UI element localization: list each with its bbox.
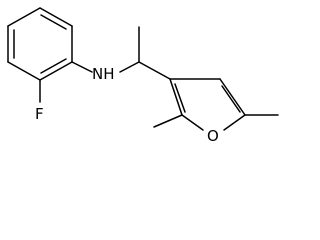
structure-diagram: NH F O [7,7,279,145]
bond [7,61,41,81]
bond [7,7,41,27]
bond [181,114,204,131]
double-bond-inner [40,14,67,30]
benzene-ring [7,7,73,81]
molecule-canvas: NH F O [7,7,279,145]
double-bond-inner [40,58,67,74]
atom-label-nh: NH [92,65,115,83]
bond [223,114,246,131]
atom-label-f: F [35,105,44,123]
atom-label-o: O [207,127,219,145]
bond [219,78,246,116]
bond-methyl [153,114,183,128]
bond [39,61,73,81]
furan-ring [169,78,246,131]
double-bond-inner [221,85,241,113]
bond-ch-furan [138,61,171,80]
bond [39,7,73,27]
bond-n-ch [119,61,140,73]
bond [169,78,183,116]
bond-c-n [71,61,93,73]
double-bond-inner [174,83,186,113]
